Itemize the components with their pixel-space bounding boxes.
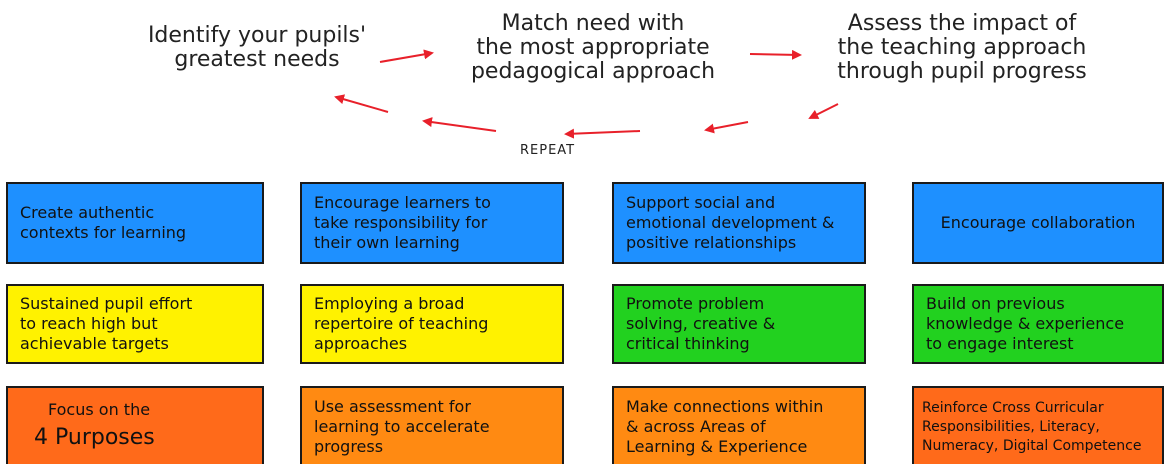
card-make-connections: Make connections within & across Areas o…	[612, 386, 866, 464]
card-four-purposes: Focus on the 4 Purposes	[6, 386, 264, 464]
card-previous-knowledge: Build on previous knowledge & experience…	[912, 284, 1164, 364]
flow-step-identify-needs: Identify your pupils' greatest needs	[147, 23, 367, 72]
arrow-return-1	[808, 103, 839, 119]
card-assessment-for-learning: Use assessment for learning to accelerat…	[300, 386, 564, 464]
card-cross-curricular: Reinforce Cross Curricular Responsibilit…	[912, 386, 1164, 464]
arrow-match-to-assess	[749, 49, 802, 60]
arrow-return-5	[334, 94, 389, 113]
four-purposes-line2: 4 Purposes	[34, 425, 155, 450]
flow-step-assess-impact: Assess the impact of the teaching approa…	[837, 11, 1087, 84]
card-learner-responsibility: Encourage learners to take responsibilit…	[300, 182, 564, 264]
arrow-return-3	[564, 128, 641, 139]
card-problem-solving: Promote problem solving, creative & crit…	[612, 284, 866, 364]
arrow-return-2	[704, 121, 749, 134]
card-authentic-contexts: Create authentic contexts for learning	[6, 182, 264, 264]
card-social-emotional: Support social and emotional development…	[612, 182, 866, 264]
card-sustained-effort: Sustained pupil effort to reach high but…	[6, 284, 264, 364]
repeat-label: REPEAT	[520, 143, 576, 158]
arrow-return-4	[422, 117, 497, 132]
card-broad-repertoire: Employing a broad repertoire of teaching…	[300, 284, 564, 364]
four-purposes-line1: Focus on the	[48, 400, 151, 419]
flow-step-match-approach: Match need with the most appropriate ped…	[470, 11, 716, 84]
card-collaboration: Encourage collaboration	[912, 182, 1164, 264]
